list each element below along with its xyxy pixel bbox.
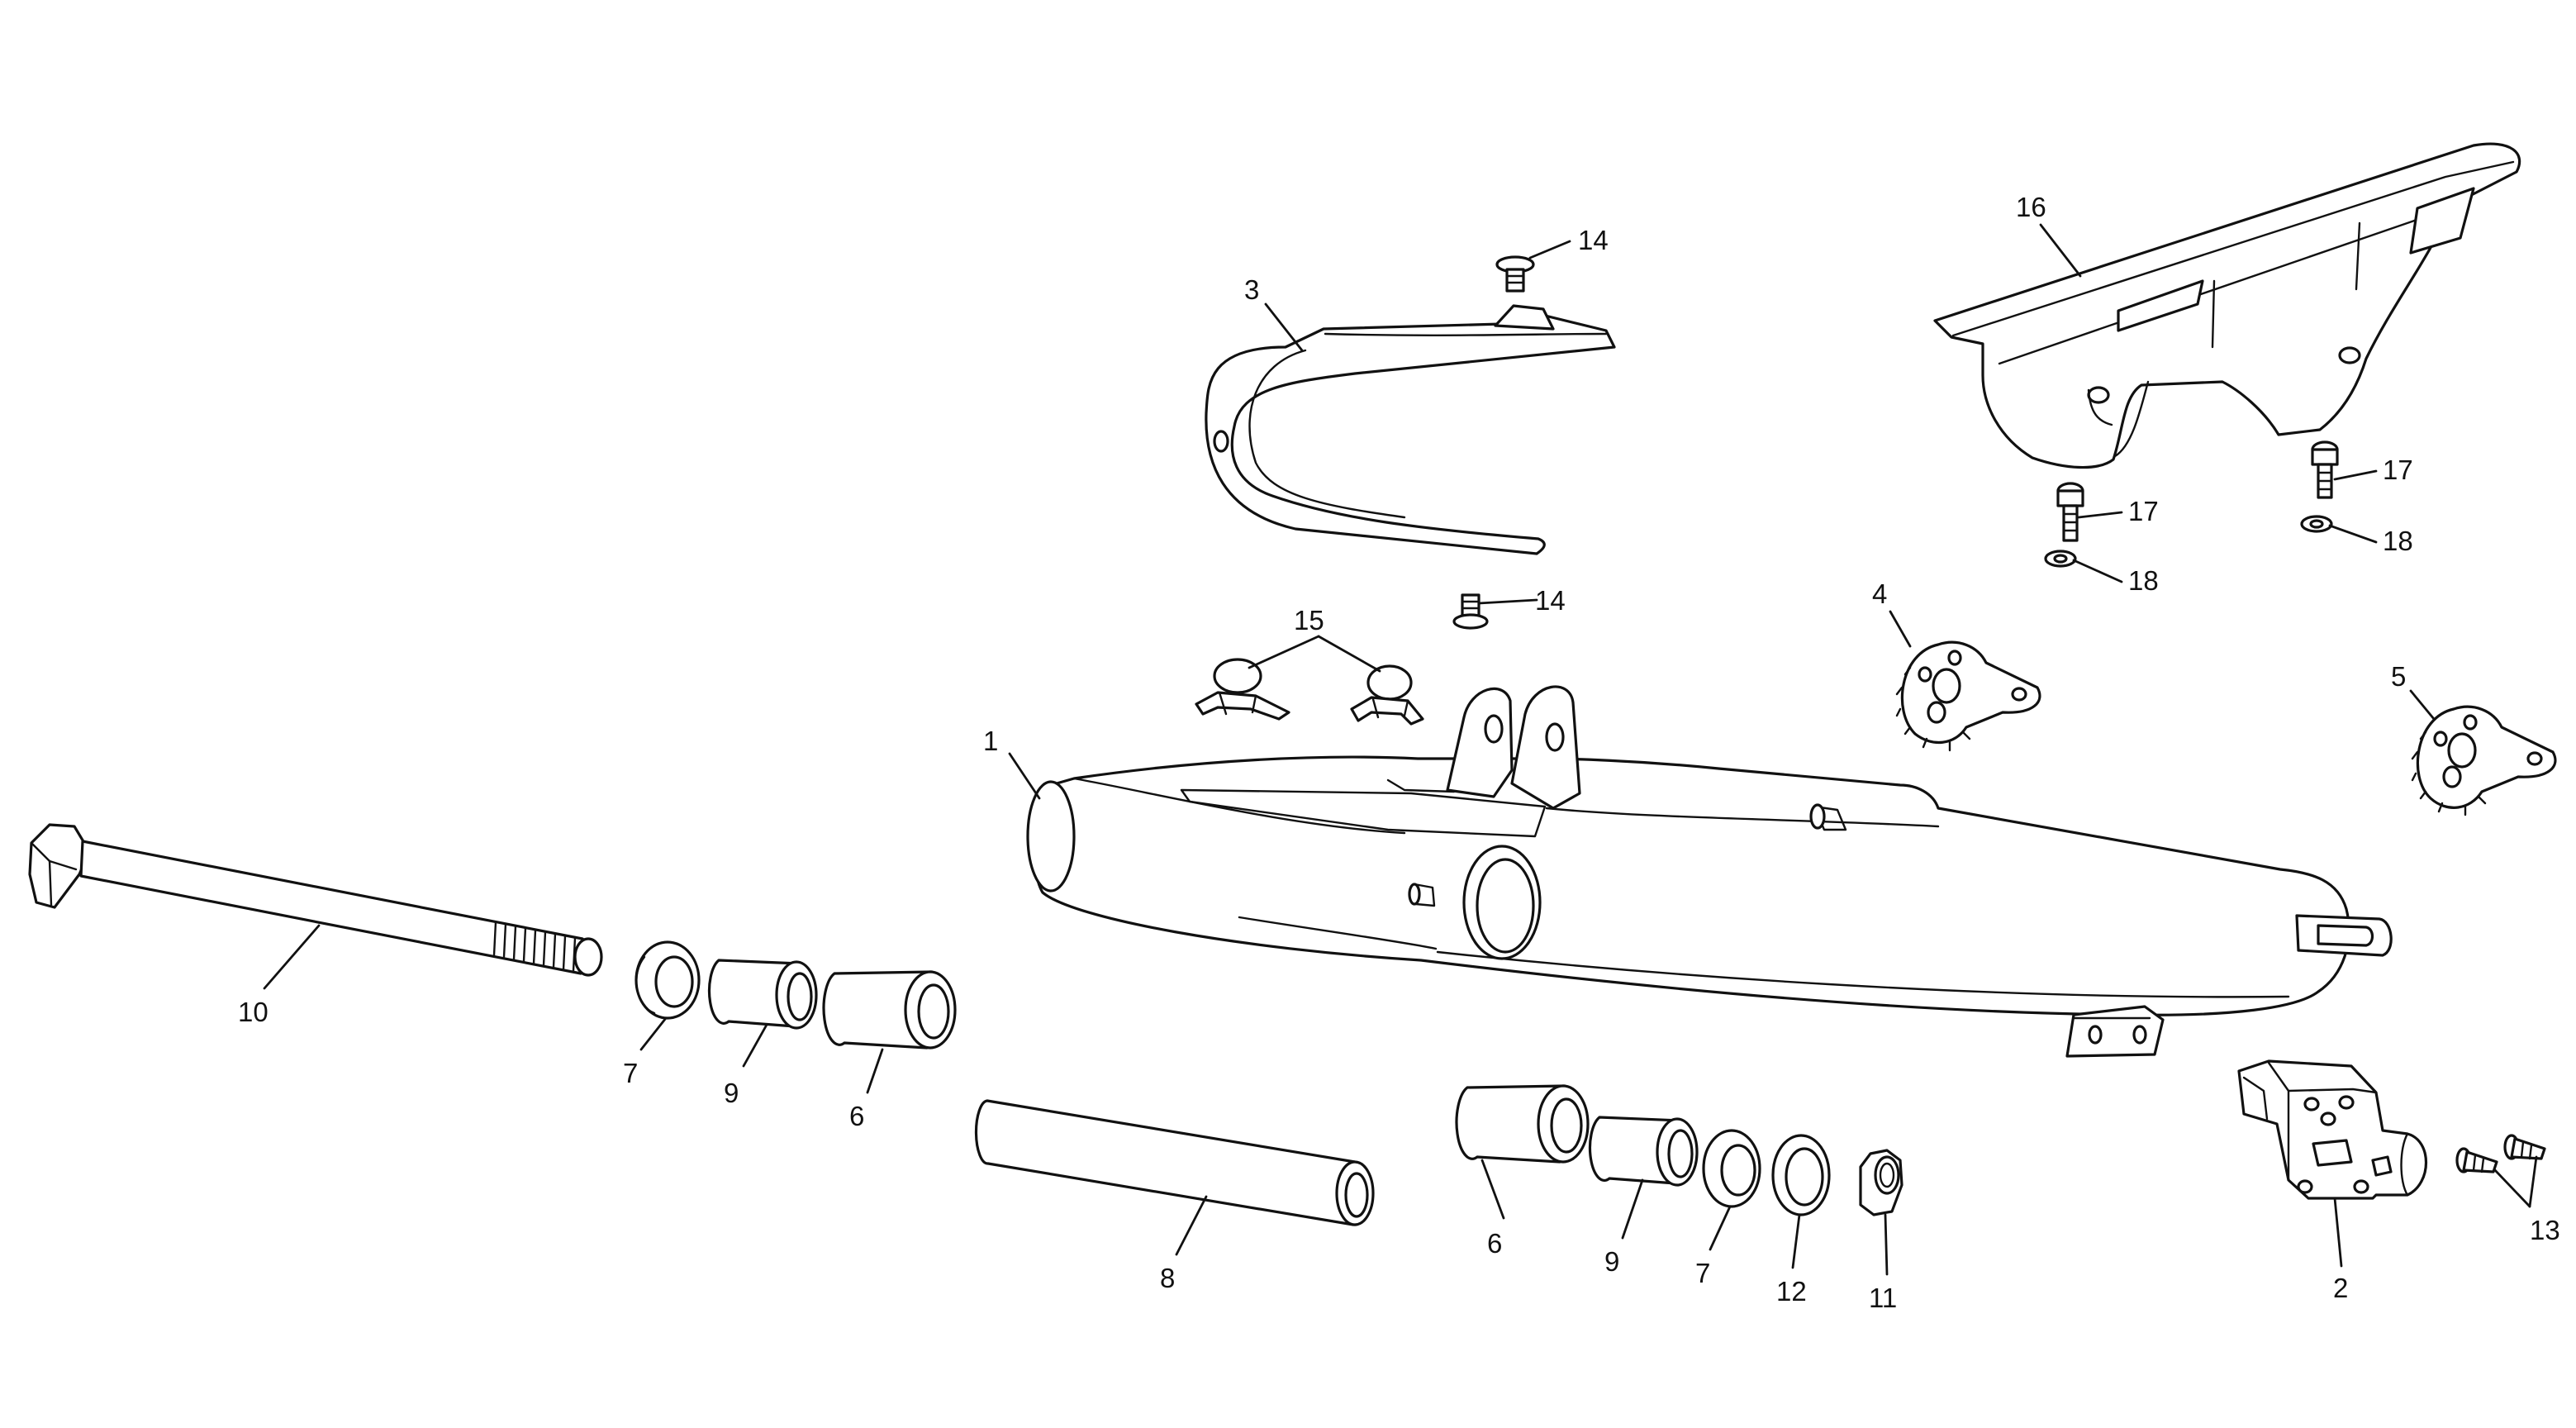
callout-8: 8 [1160,1263,1175,1293]
callout-6-right: 6 [1487,1228,1502,1259]
part-bushing-left [707,959,818,1030]
leader-lines [263,223,2538,1276]
callout-9-left: 9 [724,1078,739,1108]
part-chain-guard [1933,142,2521,469]
part-screw-bottom [1452,593,1489,630]
callout-4: 4 [1872,578,1887,609]
part-nut [1859,1149,1903,1216]
callout-14-top: 14 [1578,225,1609,255]
callout-9-right: 9 [1604,1246,1619,1277]
callout-1: 1 [983,726,998,756]
part-inner-tube [974,1099,1375,1226]
callout-numbers: 1 2 3 4 5 6 6 7 7 8 9 9 10 11 12 13 14 1… [238,192,2560,1313]
callout-2: 2 [2333,1273,2348,1303]
part-chain-guide [1205,304,1616,555]
part-spacer-right [1455,1084,1590,1164]
part-washer-left [2044,550,2077,568]
callout-18-left: 18 [2128,565,2159,596]
callout-17-left: 17 [2128,496,2159,526]
callout-7-right: 7 [1695,1258,1710,1288]
callout-3: 3 [1244,274,1259,305]
callout-7-left: 7 [623,1058,638,1088]
part-seal-right [1702,1129,1761,1208]
callout-18-right: 18 [2383,526,2413,556]
part-clamp-left [1195,658,1290,721]
callout-11: 11 [1869,1283,1897,1313]
part-chain-adjuster-right [2411,705,2557,816]
callout-10: 10 [238,997,269,1027]
part-seal-left [634,940,701,1020]
part-swingarm [1026,685,2393,1058]
callout-14-bottom: 14 [1535,585,1566,616]
part-spacer-left [822,970,957,1050]
callout-12: 12 [1776,1276,1807,1307]
part-washer [1771,1134,1831,1216]
part-chain-adjuster-left [1895,640,2041,752]
part-washer-right [2300,515,2333,533]
callout-15: 15 [1294,605,1324,635]
part-clamp-right [1350,664,1424,726]
callout-13: 13 [2530,1215,2560,1245]
part-bolt-left [2056,482,2084,542]
part-caliper-bracket [2237,1059,2427,1200]
callout-6-left: 6 [849,1101,864,1131]
part-axle-bolt [28,823,603,977]
part-bracket-screws [2455,1134,2546,1173]
part-bushing-right [1588,1116,1699,1187]
callout-16: 16 [2016,192,2046,222]
callout-17-right: 17 [2383,455,2413,485]
part-bolt-right [2311,440,2339,499]
part-screw-top [1495,255,1535,293]
callout-5: 5 [2391,661,2406,692]
